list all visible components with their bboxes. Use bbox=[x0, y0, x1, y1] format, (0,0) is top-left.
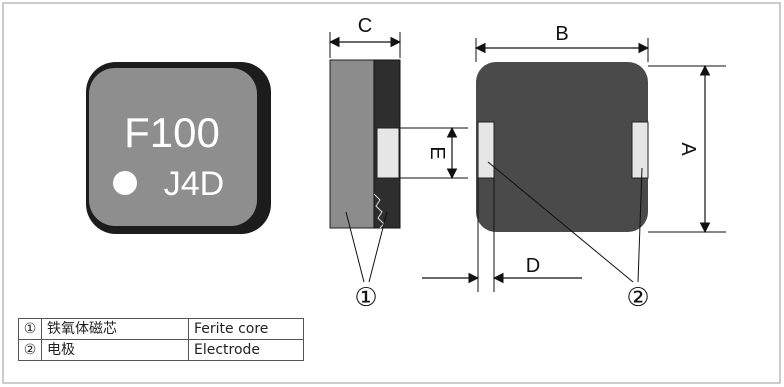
inductor-side-view: C E ① bbox=[328, 15, 468, 312]
callout-1-label: ① bbox=[354, 282, 377, 312]
callout-2-leader-left bbox=[487, 161, 634, 283]
inductor-top-view: F100 J4D bbox=[86, 62, 271, 234]
legend-chinese-label: 铁氧体磁芯 bbox=[41, 318, 189, 340]
callout-1-leader-core bbox=[345, 211, 365, 283]
bottom-electrode-left bbox=[477, 121, 495, 179]
legend-english-label: Ferite core bbox=[188, 318, 304, 340]
legend-number: ② bbox=[18, 339, 42, 361]
dim-a-label: A bbox=[677, 142, 699, 156]
bottom-electrode-right bbox=[631, 121, 649, 179]
legend-row: ② 电极 Electrode bbox=[18, 339, 304, 361]
side-electrode bbox=[376, 127, 400, 179]
legend-row: ① 铁氧体磁芯 Ferite core bbox=[18, 318, 304, 340]
part-marking-line2: J4D bbox=[164, 165, 224, 203]
legend-number: ① bbox=[18, 318, 42, 340]
polarity-dot-icon bbox=[113, 171, 137, 195]
inductor-bottom-view: B A D ② bbox=[422, 23, 726, 312]
legend-table: ① 铁氧体磁芯 Ferite core ② 电极 Electrode bbox=[18, 318, 304, 361]
dim-b-label: B bbox=[555, 23, 568, 45]
part-marking-line1: F100 bbox=[124, 109, 220, 156]
dim-c-label: C bbox=[358, 15, 372, 37]
dim-d-label: D bbox=[526, 255, 540, 277]
dim-e-label: E bbox=[426, 146, 448, 159]
callout-2-label: ② bbox=[626, 282, 649, 312]
bottom-body bbox=[476, 62, 648, 232]
side-core bbox=[329, 59, 377, 229]
legend-english-label: Electrode bbox=[188, 339, 304, 361]
callout-2-leader-right bbox=[637, 167, 643, 283]
legend-chinese-label: 电极 bbox=[41, 339, 189, 361]
callout-1-leader-winding bbox=[368, 211, 388, 283]
